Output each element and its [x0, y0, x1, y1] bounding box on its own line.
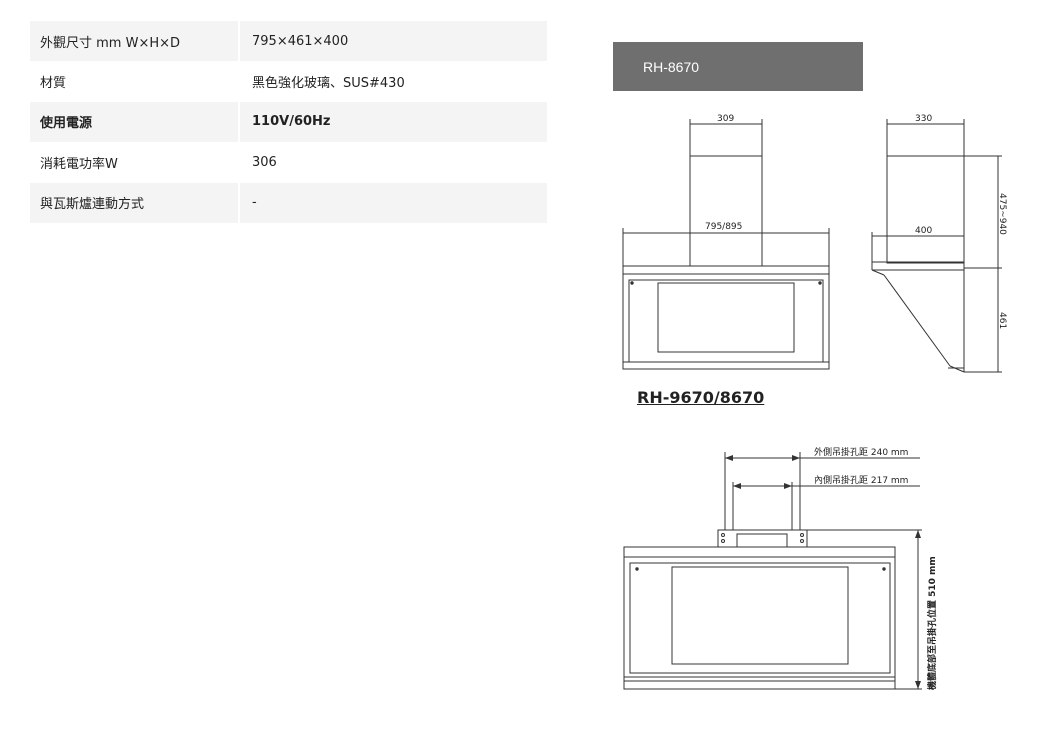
spec-value: 306 — [238, 142, 547, 183]
dim-side-chimney: 475~940 — [997, 193, 1007, 235]
spec-label: 材質 — [40, 76, 67, 92]
dim-front-width: 795/895 — [705, 222, 742, 232]
dim-side-body: 461 — [997, 312, 1007, 329]
side-view: 330 400 475~940 461 — [871, 114, 1007, 373]
spec-label: 外觀尺寸 mm W×H×D — [40, 35, 181, 51]
dim-side-depth: 400 — [915, 226, 932, 236]
dim-side-top: 330 — [915, 114, 932, 124]
model-caption: RH-9670/8670 — [637, 388, 765, 407]
spec-value: 黑色強化玻璃、SUS#430 — [238, 61, 547, 102]
spec-row-size: 外觀尺寸 mm W×H×D 795×461×400 — [30, 21, 547, 62]
spec-table: 外觀尺寸 mm W×H×D 795×461×400 材質 黑色強化玻璃、SUS#… — [30, 21, 547, 223]
spec-value: 110V/60Hz — [238, 101, 547, 143]
model-banner: RH-8670 — [613, 42, 863, 91]
spec-value: 795×461×400 — [238, 21, 547, 62]
spec-value: - — [238, 182, 547, 223]
spec-row-power: 使用電源 110V/60Hz — [30, 101, 547, 143]
hole-height-label: 機體底部至吊掛孔位置 510 mm — [926, 556, 938, 690]
dim-front-top: 309 — [717, 114, 734, 124]
inner-hook-label: 內側吊掛孔距 217 mm — [814, 474, 908, 486]
hanging-drawing — [623, 452, 922, 690]
front-view: 309 795/895 — [622, 114, 830, 370]
spec-label: 消耗電功率W — [40, 156, 118, 172]
spec-row-wattage: 消耗電功率W 306 — [30, 142, 547, 183]
spec-row-linkage: 與瓦斯爐連動方式 - — [30, 182, 547, 223]
spec-label: 使用電源 — [40, 116, 93, 132]
spec-row-material: 材質 黑色強化玻璃、SUS#430 — [30, 61, 547, 102]
spec-label: 與瓦斯爐連動方式 — [40, 197, 145, 213]
outer-hook-label: 外側吊掛孔距 240 mm — [814, 446, 908, 458]
